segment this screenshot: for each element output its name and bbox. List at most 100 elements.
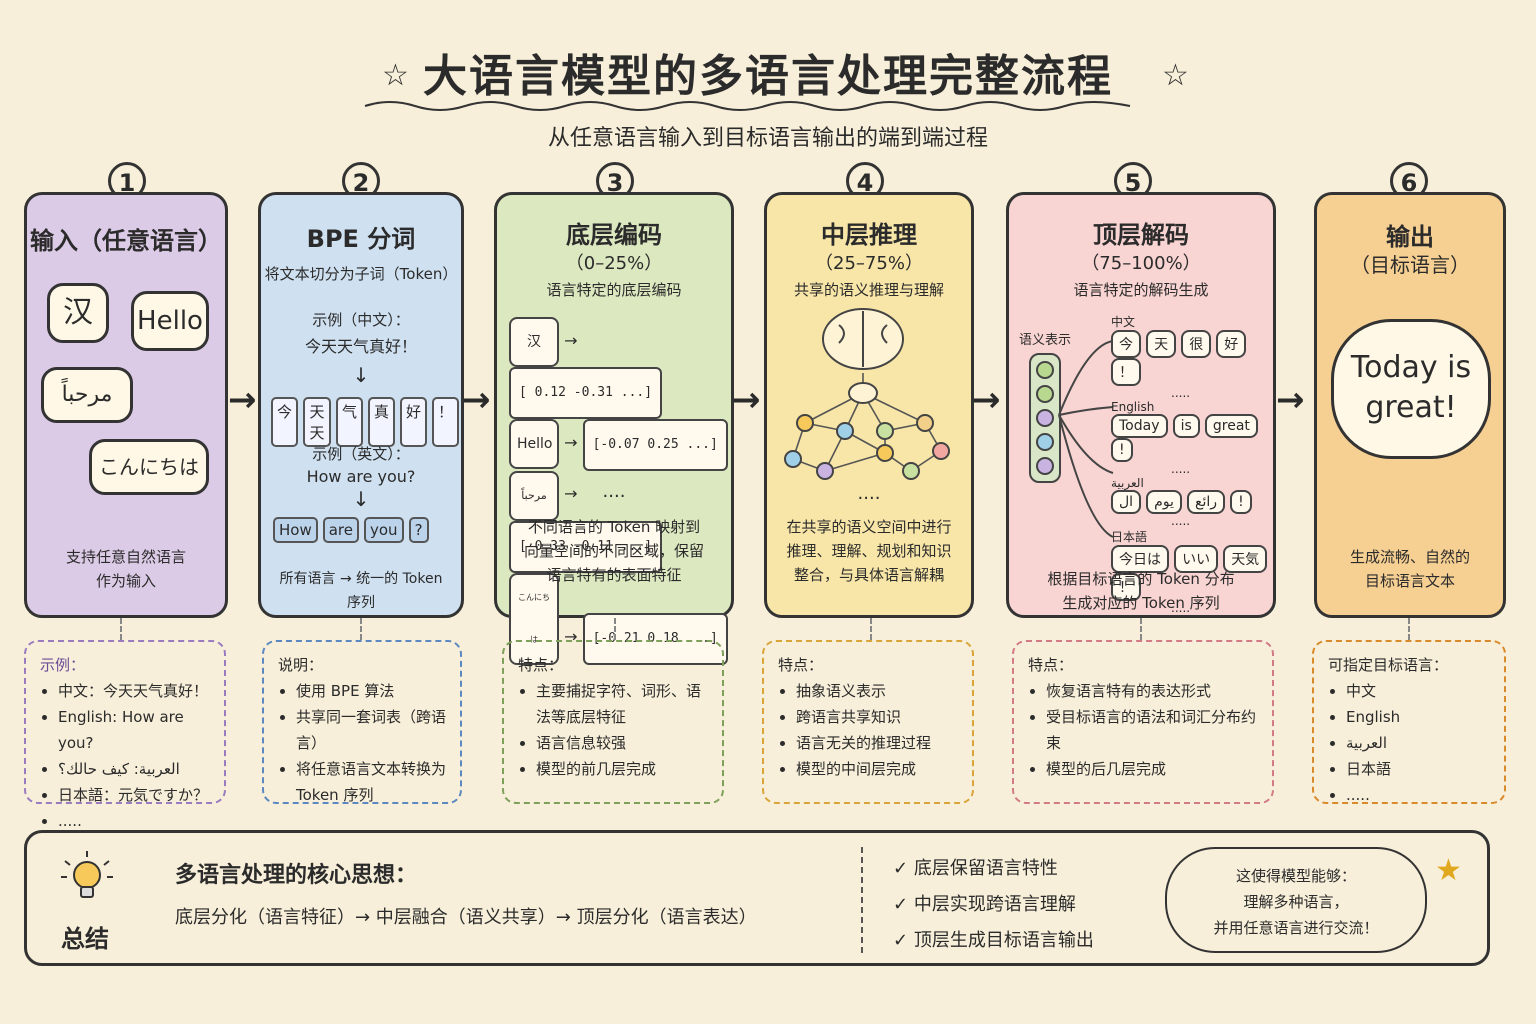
ellipsis: .... <box>602 481 626 502</box>
note-item: 将任意语言文本转换为 Token 序列 <box>296 756 446 808</box>
check-item: ✓ 顶层生成目标语言输出 <box>893 930 1094 951</box>
cloud-text: 这使得模型能够： <box>1235 867 1356 885</box>
embedding-row: Hello → [-0.07 0.25 ...] <box>509 419 731 471</box>
stage-title: 输入（任意语言） <box>30 227 222 255</box>
stage-subtitle: 将文本切分为子词（Token） <box>264 265 458 283</box>
note-connector <box>614 618 616 640</box>
note-item: 模型的后几层完成 <box>1046 756 1258 782</box>
token: 天天 <box>303 397 331 447</box>
brain-icon <box>822 308 904 370</box>
stage-card-reasoning: 中层推理 （25–75%） 共享的语义推理与理解 <box>764 192 974 618</box>
note-connector <box>1408 618 1410 640</box>
note-heading: 说明： <box>278 656 324 674</box>
note-item: English: How are you? <box>58 704 210 756</box>
check-item: ✓ 底层保留语言特性 <box>893 858 1058 879</box>
note-item: 语言无关的推理过程 <box>796 730 958 756</box>
token: ！ <box>431 397 459 447</box>
token: How <box>273 517 318 543</box>
stage-description: 生成流畅、自然的 <box>1349 548 1470 566</box>
example-label: 示例（英文）： <box>312 445 410 463</box>
cloud-text: 理解多种语言， <box>1243 893 1349 911</box>
note-bpe: 说明： 使用 BPE 算法 共享同一套词表（跨语言） 将任意语言文本转换为 To… <box>262 640 462 804</box>
speech-bubble: 汉 <box>47 283 109 343</box>
note-heading: 特点： <box>1028 656 1074 674</box>
stage-description: 在共享的语义空间中进行 <box>786 518 952 536</box>
stage-subtitle: 语言特定的底层编码 <box>546 281 682 299</box>
star-icon: ☆ <box>1162 58 1189 93</box>
token: 真 <box>367 397 395 447</box>
flow-arrow-icon: → <box>228 380 257 420</box>
token: you <box>364 517 404 543</box>
note-heading: 示例： <box>40 656 86 674</box>
summary-flow: 底层分化（语言特征）→ 中层融合（语义共享）→ 顶层分化（语言表达） <box>175 907 757 928</box>
cloud-text: 并用任意语言进行交流！ <box>1213 919 1379 937</box>
summary-checklist: ✓ 底层保留语言特性 ✓ 中层实现跨语言理解 ✓ 顶层生成目标语言输出 <box>893 851 1094 959</box>
ellipsis: ..... <box>1171 386 1191 400</box>
stage-card-input: 输入（任意语言） 汉 Hello مرحباً こんにちは 支持任意自然语言 作… <box>24 192 228 618</box>
stage-description: 根据目标语言的 Token 分布 <box>1047 570 1235 588</box>
note-decoding: 特点： 恢复语言特有的表达形式 受目标语言的语法和词汇分布约束 模型的后几层完成 <box>1012 640 1274 804</box>
token: are <box>322 517 359 543</box>
ellipsis: .... <box>857 483 881 504</box>
neural-network-icon <box>784 308 950 480</box>
note-item: 恢复语言特有的表达形式 <box>1046 678 1258 704</box>
output-lang-label: 中文 <box>1111 315 1136 329</box>
summary-cloud: 这使得模型能够： 理解多种语言， 并用任意语言进行交流！ <box>1165 847 1427 953</box>
note-item: 受目标语言的语法和词汇分布约束 <box>1046 704 1258 756</box>
semantic-label: 语义表示 <box>1019 333 1072 348</box>
speech-bubble: مرحباً <box>41 367 133 423</box>
stage-description: 语言特有的表面特征 <box>546 566 682 584</box>
note-item: 模型的中间层完成 <box>796 756 958 782</box>
flow-arrow-icon: → <box>462 380 491 420</box>
note-connector <box>120 618 122 640</box>
down-arrow-icon: ↓ <box>352 363 370 387</box>
layer-range: （0–25%） <box>565 253 663 274</box>
note-item: 日本語：元気ですか？ <box>58 782 210 808</box>
stage-description: 不同语言的 Token 映射到 <box>527 518 701 536</box>
layer-range: （75–100%） <box>1081 253 1201 274</box>
layer-range: （25–75%） <box>815 253 923 274</box>
stage-card-output: 输出 （目标语言） Today is great! 生成流畅、自然的 目标语言文… <box>1314 192 1506 618</box>
stage-description: 向量空间的不同区域，保留 <box>523 542 704 560</box>
note-item: 使用 BPE 算法 <box>296 678 446 704</box>
star-icon: ☆ <box>382 58 409 93</box>
title-underline <box>364 101 1131 111</box>
flow-arrow-icon: → <box>1276 380 1305 420</box>
stage-subtitle: 共享的语义推理与理解 <box>793 281 944 299</box>
example-text: 今天天气真好！ <box>304 337 417 356</box>
note-connector <box>870 618 872 640</box>
note-item: 抽象语义表示 <box>796 678 958 704</box>
output-lang-label: العربية <box>1111 476 1144 490</box>
stage-title: BPE 分词 <box>306 225 416 253</box>
stage-description: 作为输入 <box>95 572 156 590</box>
stage-title: 中层推理 <box>821 221 917 249</box>
example-label: 示例（中文）： <box>312 311 410 329</box>
token: 气 <box>335 397 363 447</box>
star-icon: ★ <box>1435 853 1462 888</box>
example-text: How are you? <box>306 467 416 486</box>
summary-panel: 总结 多语言处理的核心思想： 底层分化（语言特征）→ 中层融合（语义共享）→ 顶… <box>24 830 1490 966</box>
token-row: 今 天 很 好 ！ <box>1111 330 1273 386</box>
output-lang-label: 日本語 <box>1111 530 1148 544</box>
token-row: ال يوم رائع ! <box>1111 490 1273 514</box>
note-item: 跨语言共享知识 <box>796 704 958 730</box>
stage-subtitle: 语言特定的解码生成 <box>1073 281 1209 299</box>
stage-card-encoding: 底层编码 （0–25%） 语言特定的底层编码 汉 → [ 0.12 -0.31 … <box>494 192 734 665</box>
note-item: 语言信息较强 <box>536 730 708 756</box>
output-lang-label: English <box>1111 400 1155 414</box>
embedding-row: こんにちは → [-0.21 0.18 ...] <box>509 573 731 665</box>
summary-heading: 多语言处理的核心思想： <box>175 863 418 888</box>
stage-description: 生成对应的 Token 序列 <box>1062 594 1220 612</box>
check-circle-icon: ✓ <box>893 894 909 915</box>
note-item: 中文：今天天气真好！ <box>58 678 210 704</box>
token: 今 <box>271 397 299 447</box>
check-circle-icon: ✓ <box>893 930 909 951</box>
note-heading: 特点： <box>518 656 564 674</box>
stage-card-decoding: 顶层解码 （75–100%） 语言特定的解码生成 语义表示 中文 今 天 很 好… <box>1006 192 1276 618</box>
note-item: العربية <box>1346 730 1490 756</box>
stage-description: 推理、理解、规划和知识 <box>786 542 952 560</box>
stage-card-bpe: BPE 分词 将文本切分为子词（Token） 示例（中文）： 今天天气真好！ ↓… <box>258 192 464 618</box>
flow-arrow-icon: → <box>972 380 1001 420</box>
check-circle-icon: ✓ <box>893 858 909 879</box>
decode-outputs: 中文 今 天 很 好 ！ ..... English Today is grea… <box>1111 313 1273 615</box>
